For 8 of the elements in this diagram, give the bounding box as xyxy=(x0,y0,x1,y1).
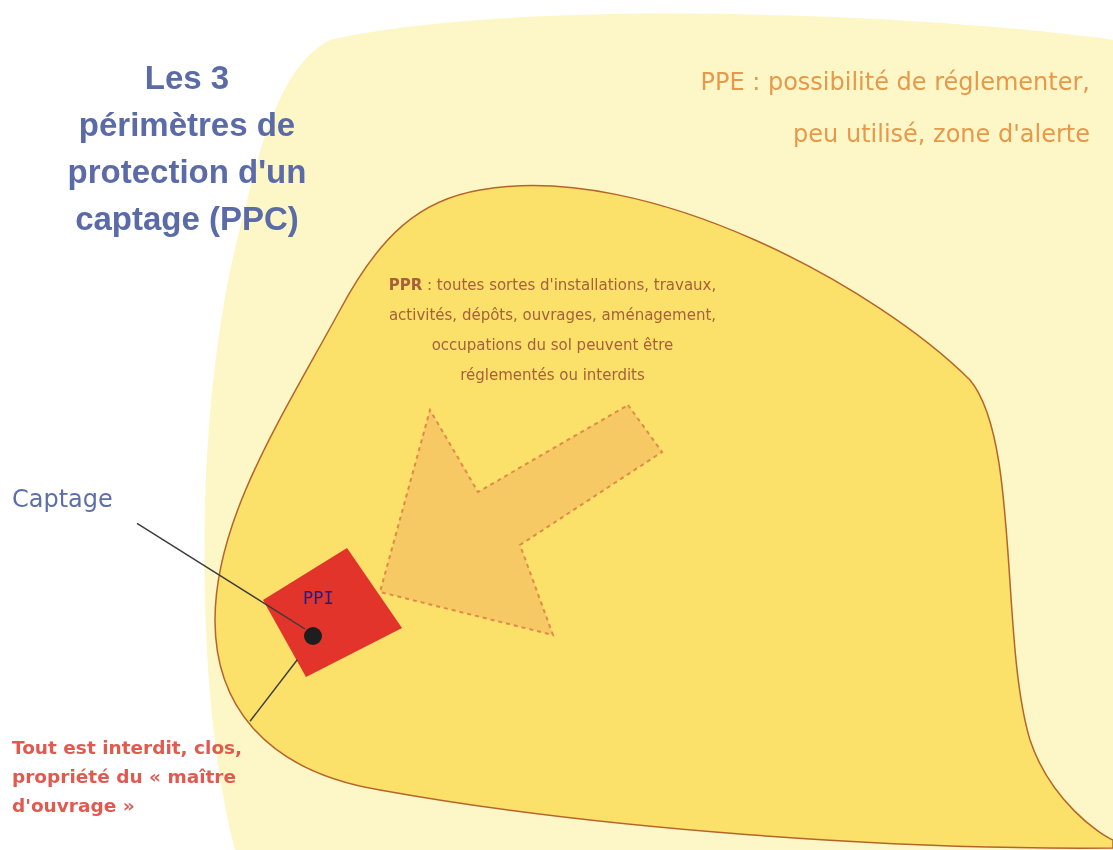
diagram-title: Les 3 périmètres de protection d'un captage (PPC) xyxy=(66,58,308,239)
leader-line xyxy=(249,658,299,722)
leader-line xyxy=(136,522,306,630)
zone-description: PPE : possibilité de réglementer, peu utilisé, zone d'alerte xyxy=(699,67,1090,150)
zone-description: PPR : toutes sortes d'installations, travaux, activités, dépôts, ouvrages, aménagement, occupations du sol peuvent être réglementés ou interdits xyxy=(387,275,718,386)
zone-description: Tout est interdit, clos, propriété du « maître d'ouvrage » xyxy=(12,736,244,818)
zone-label: PPI xyxy=(303,588,335,608)
catchment-label: Captage xyxy=(12,484,114,515)
